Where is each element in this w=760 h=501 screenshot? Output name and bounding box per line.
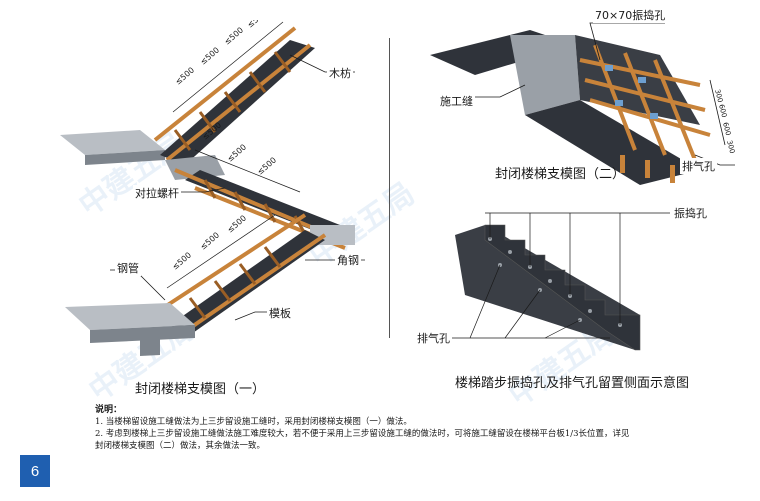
- note-item: 1. 当楼梯留设施工缝做法为上三步留设施工缝时，采用封闭楼梯支模图（一）做法。: [95, 417, 412, 427]
- hole-label: 70×70振捣孔: [593, 7, 668, 23]
- pipe-label: 钢管: [115, 260, 141, 276]
- spacing-mark: ≤500: [174, 66, 197, 87]
- form-label: 模板: [267, 305, 293, 321]
- note-item: 封闭楼梯支模图（二）做法，其余做法一致。: [95, 441, 266, 451]
- caption-bottom-right: 楼梯踏步振捣孔及排气孔留置侧面示意图: [455, 376, 690, 391]
- dimension-marks: 300 600 600 300: [713, 88, 736, 154]
- closed-stair-formwork-diagram-1: ≤500 ≤500 ≤500 ≤500 ≤500 ≤500 ≤500 ≤500 …: [55, 9, 385, 365]
- spacing-mark: ≤500: [226, 143, 249, 164]
- angle-label: 角钢: [335, 252, 361, 268]
- step-hole-side-diagram: 振捣孔 排气孔: [410, 195, 750, 360]
- spacing-mark: ≤500: [256, 156, 279, 177]
- stair-illustration-1: ≤500 ≤500 ≤500 ≤500 ≤500 ≤500 ≤500 ≤500 …: [60, 9, 365, 356]
- bolt-label: 对拉螺杆: [133, 185, 181, 201]
- vib-hole-label: 振捣孔: [672, 205, 709, 221]
- spacing-mark: ≤500: [171, 251, 194, 272]
- caption-top-right: 封闭楼梯支模图（二）: [495, 167, 626, 182]
- spacing-mark: ≤500: [226, 214, 249, 235]
- page-number: 6: [20, 455, 50, 487]
- vent-label: 排气孔: [680, 158, 717, 174]
- notes-heading: 说明：: [95, 405, 123, 415]
- spacing-mark: ≤500: [199, 231, 222, 252]
- spacing-mark: ≤500: [246, 20, 269, 30]
- dimension-mark: 600: [717, 103, 728, 118]
- notes: 说明： 1. 当楼梯留设施工缝做法为上三步留设施工缝时，采用封闭楼梯支模图（一）…: [95, 404, 630, 452]
- caption-left: 封闭楼梯支模图（一）: [135, 382, 266, 397]
- dimension-mark: 600: [721, 121, 732, 136]
- note-item: 2. 考虑到楼梯上三步留设施工缝做法施工难度较大，若不便于采用上三步留设施工缝的…: [95, 429, 630, 439]
- divider: [389, 38, 390, 338]
- closed-stair-formwork-diagram-2: 300 600 600 300 70×70振捣孔 施工缝 排气孔: [410, 5, 750, 190]
- wood-label: 木枋: [327, 65, 353, 81]
- spacing-mark: ≤500: [223, 26, 246, 47]
- step-illustration: [445, 212, 670, 351]
- joint-label: 施工缝: [438, 93, 475, 109]
- vent-hole-label: 排气孔: [415, 330, 452, 346]
- dimension-mark: 300: [725, 139, 736, 154]
- stair-illustration-2: 300 600 600 300: [430, 22, 736, 185]
- spacing-mark: ≤500: [199, 46, 222, 67]
- dimension-mark: 300: [713, 88, 724, 103]
